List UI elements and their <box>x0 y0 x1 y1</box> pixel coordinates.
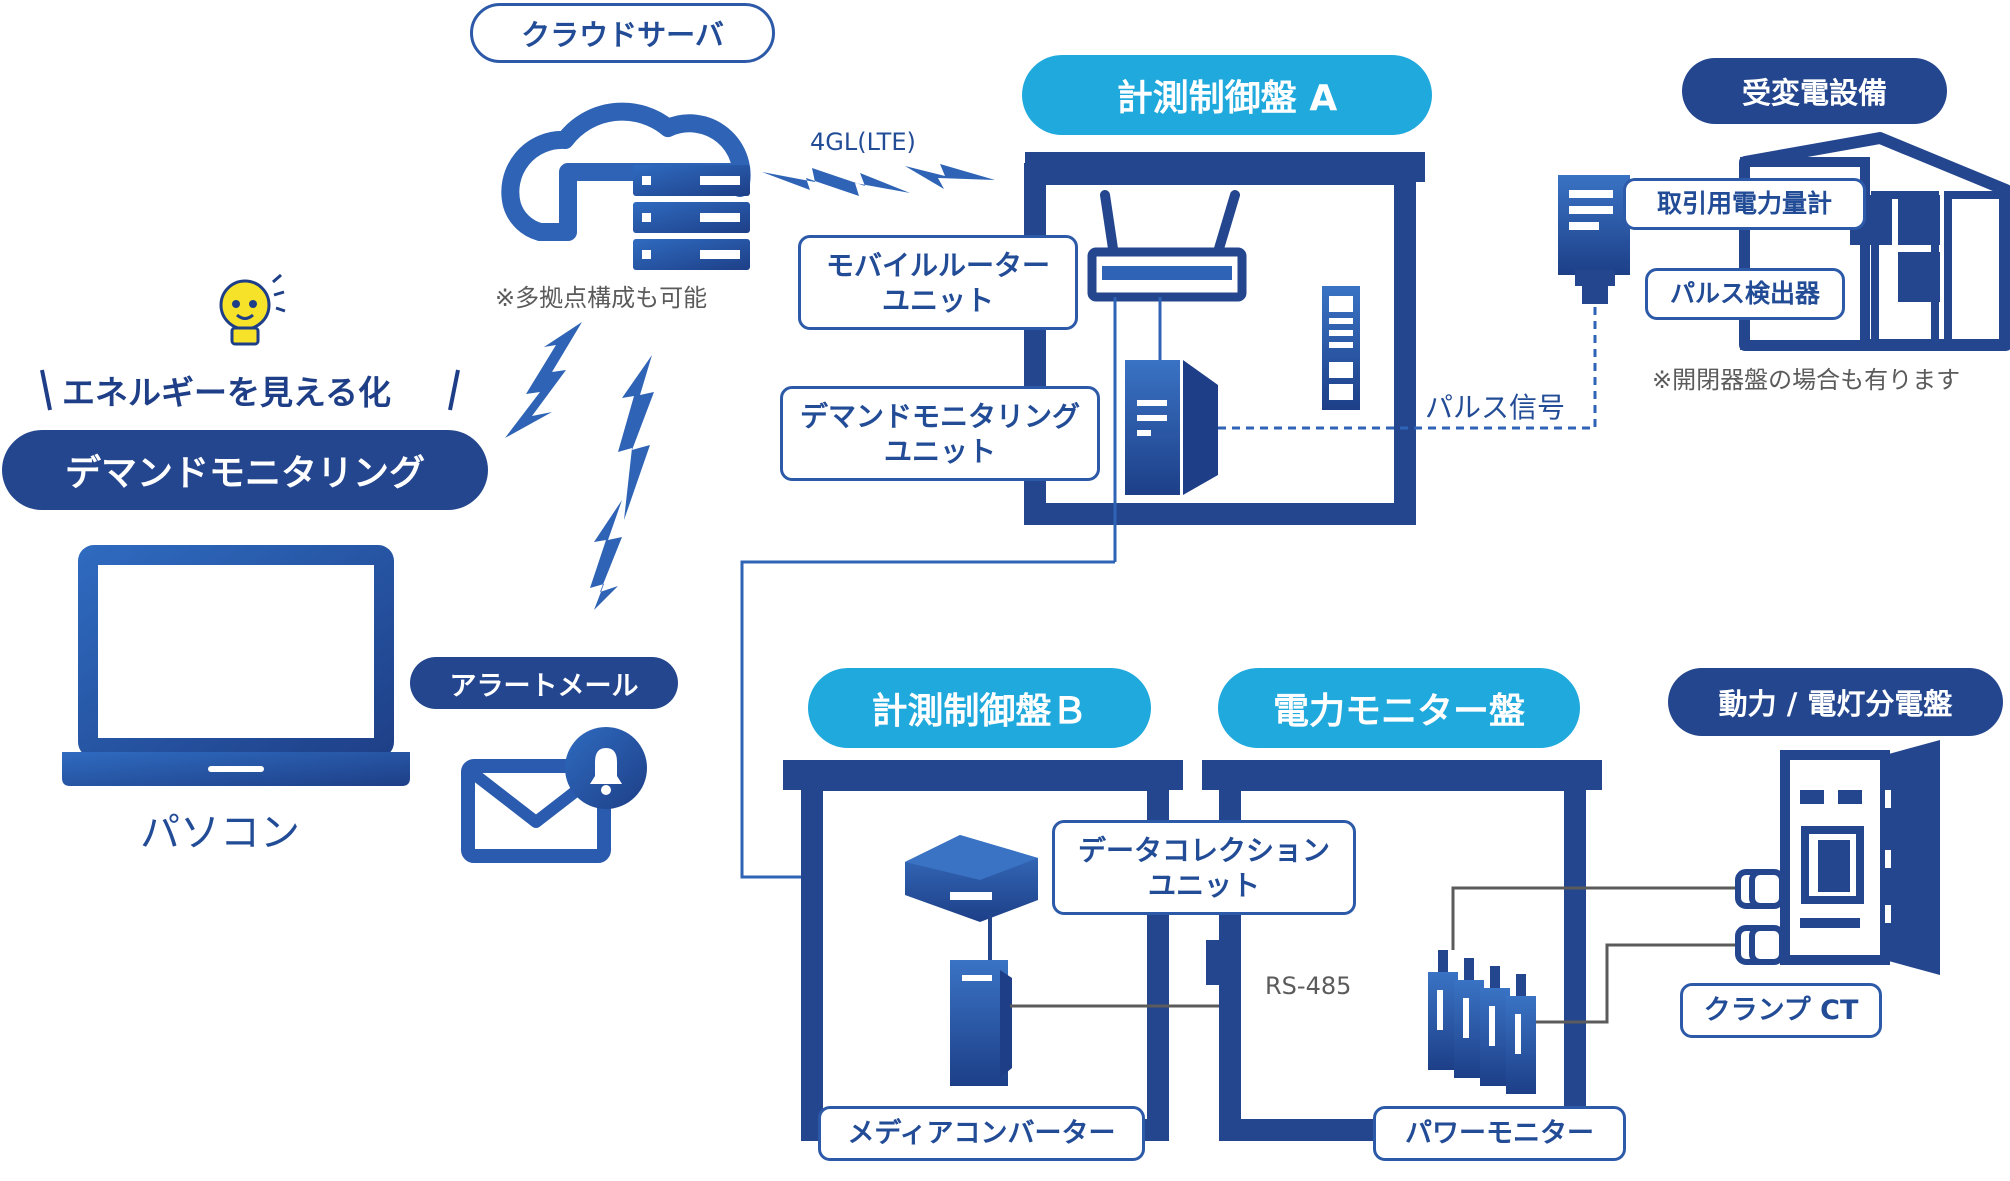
alert-mail-label: アラートメール <box>410 657 678 709</box>
wireless-cloud-mail-icon <box>590 355 654 610</box>
cloud-note: ※多拠点構成も可能 <box>495 284 708 312</box>
transaction-meter-label: 取引用電力量計 <box>1623 178 1866 230</box>
demand-monitoring-banner: デマンドモニタリング <box>2 430 488 510</box>
bell-icon <box>565 727 647 809</box>
panel-b-title: 計測制御盤Ｂ <box>808 668 1151 748</box>
panel-a-internal-wiring <box>1113 297 1162 562</box>
tagline-slashes <box>40 369 460 411</box>
wireless-cloud-pc-icon <box>505 322 582 438</box>
pulse-detector-label: パルス検出器 <box>1645 268 1845 320</box>
laptop-icon <box>62 545 410 786</box>
mobile-router-unit-label: モバイルルーターユニット <box>798 235 1078 330</box>
ct-wiring <box>1451 886 1740 1024</box>
power-monitor-label: パワーモニター <box>1373 1106 1626 1161</box>
cloud-server-label: クラウドサーバ <box>470 3 775 63</box>
media-converter-icon <box>950 960 1012 1086</box>
pulse-receiver-icon <box>1322 286 1360 410</box>
pulse-signal-label: パルス信号 <box>1425 391 1566 424</box>
monitoring-unit-icon <box>1125 360 1218 495</box>
lte-label: 4GL(LTE) <box>810 128 916 156</box>
router-icon <box>1087 190 1247 302</box>
rs485-label: RS-485 <box>1265 972 1352 1000</box>
clamp-ct-label: クランプ CT <box>1680 983 1882 1038</box>
pc-label: パソコン <box>140 810 300 856</box>
wireless-lte-icon <box>762 164 995 196</box>
substation-title: 受変電設備 <box>1682 58 1947 124</box>
power-monitor-panel-title: 電力モニター盤 <box>1218 668 1580 748</box>
distribution-board-icon <box>1780 740 1940 975</box>
data-collection-unit-label: データコレクションユニット <box>1052 820 1356 915</box>
substation-note: ※開閉器盤の場合も有ります <box>1652 366 1961 394</box>
panel-a-title: 計測制御盤 A <box>1022 55 1432 135</box>
data-collection-unit-icon <box>905 835 1038 922</box>
power-monitor-icon <box>1428 950 1536 1094</box>
power-panel-enclosure <box>1202 760 1602 1141</box>
media-converter-label: メディアコンバーター <box>818 1106 1145 1161</box>
distribution-board-title: 動力 / 電灯分電盤 <box>1668 668 2003 736</box>
lightbulb-icon <box>219 273 286 346</box>
meter-icon <box>1558 175 1630 304</box>
cloud-icon <box>501 102 751 241</box>
clamp-ct-icon <box>1735 869 1785 965</box>
visualization-tagline: エネルギーを見える化 <box>62 373 392 412</box>
demand-monitoring-unit-label: デマンドモニタリングユニット <box>780 386 1100 481</box>
server-icon <box>633 165 750 270</box>
